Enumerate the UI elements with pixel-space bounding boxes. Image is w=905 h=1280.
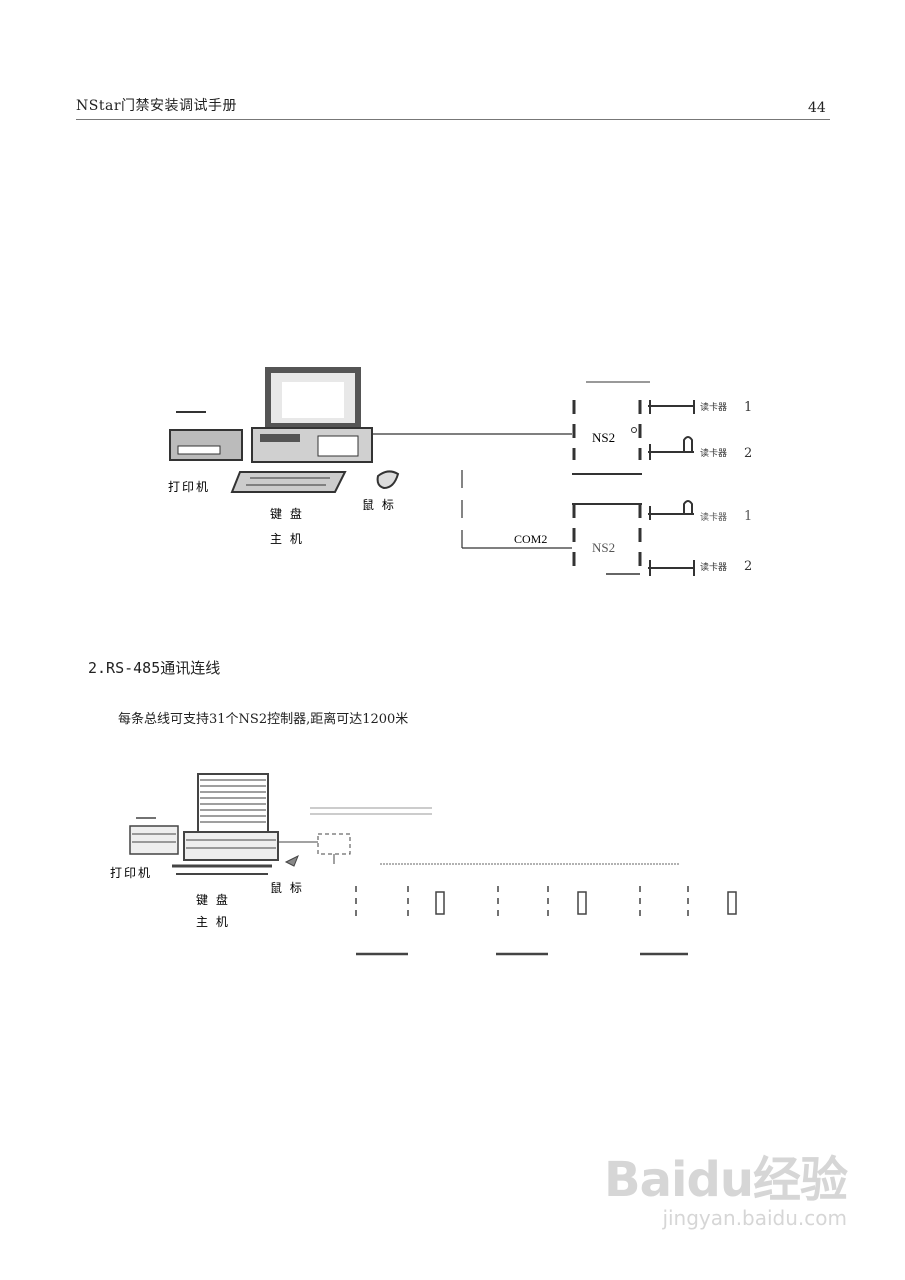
monitor-illustration-2 — [197, 773, 269, 833]
document-header-title: NStar门禁安装调试手册 — [76, 98, 238, 114]
keyboard-label-2: 键 盘 — [196, 892, 230, 907]
reader-label-1b: 读卡器 — [700, 511, 727, 523]
page-number: 44 — [808, 100, 826, 116]
mouse-illustration-2 — [284, 854, 299, 867]
reader-label-2a: 读卡器 — [700, 447, 727, 459]
rs485-converter — [317, 833, 351, 855]
section-title: 2.RS-485通讯连线 — [88, 659, 221, 677]
printer-label-2: 打印机 — [110, 866, 152, 880]
baidu-watermark: Baidu经验 jingyan.baidu.com — [604, 1140, 848, 1230]
mouse-label-2: 鼠 标 — [270, 881, 304, 895]
header-rule — [76, 119, 830, 120]
printer-label: 打印机 — [168, 480, 210, 494]
reader-number-2a: 2 — [744, 446, 752, 461]
mouse-illustration — [376, 470, 400, 490]
keyboard-label: 键 盘 — [270, 506, 304, 521]
rs485-controllers — [355, 886, 737, 956]
host-label: 主 机 — [270, 532, 304, 546]
reader-number-1b: 1 — [744, 509, 752, 524]
reader-label-1a: 读卡器 — [700, 401, 727, 413]
watermark-url: jingyan.baidu.com — [662, 1206, 847, 1230]
com2-label: COM2 — [514, 532, 547, 546]
keyboard-illustration-2 — [172, 864, 272, 875]
reader-wires — [648, 400, 695, 576]
controller-1-label: NS2 — [592, 430, 615, 445]
mouse-label: 鼠 标 — [362, 498, 396, 512]
controller-2-label: NS2 — [592, 540, 615, 555]
watermark-brand: Baidu经验 — [604, 1152, 848, 1208]
printer-illustration-2 — [129, 817, 179, 855]
host-illustration-2 — [183, 831, 279, 861]
ns2-controller-2 — [572, 503, 642, 576]
host-illustration — [251, 427, 373, 463]
reader-number-1a: 1 — [744, 400, 752, 415]
printer-illustration — [169, 411, 243, 461]
host-label-2: 主 机 — [196, 915, 230, 929]
wiring-diagram-rs485: 打印机 键 盘 主 机 鼠 标 — [110, 773, 737, 956]
ns2-controller-1 — [572, 381, 650, 475]
wiring-diagram-com: NS2 NS2 读卡器 1 读卡器 2 读卡器 1 读卡器 2 打印机 键 盘 … — [168, 367, 752, 576]
reader-label-2b: 读卡器 — [700, 561, 727, 573]
monitor-illustration — [265, 367, 361, 429]
keyboard-illustration — [230, 471, 347, 493]
reader-number-2b: 2 — [744, 559, 752, 574]
section-paragraph: 每条总线可支持31个NS2控制器,距离可达1200米 — [118, 712, 409, 727]
